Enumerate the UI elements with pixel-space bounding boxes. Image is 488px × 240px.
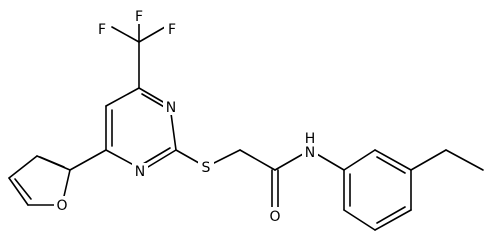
bond-ph-c2-c3 xyxy=(374,149,412,171)
bond-furan-c4-c5-inner xyxy=(14,178,32,200)
atom-n-ring-top-label: N xyxy=(166,100,176,116)
molecule-diagram: F F F N N O S H N xyxy=(8,8,484,231)
atom-o-furan: O xyxy=(54,196,70,214)
atom-f-top: F xyxy=(131,8,147,25)
bond-ph-c4-c5-inner xyxy=(376,206,406,224)
atom-n-ring-top: N xyxy=(163,99,179,116)
bond-c2-n1-inner xyxy=(142,147,171,165)
bond-ph-c4-c5 xyxy=(374,209,412,231)
atom-h-amide-label: H xyxy=(305,131,316,147)
bond-ph-c1-c2 xyxy=(343,149,376,171)
bond-furan-c2-c3-inner xyxy=(39,156,65,168)
atom-n-ring-bottom: N xyxy=(132,163,148,180)
atom-o-furan-label: O xyxy=(56,198,67,214)
bond-ch2-co xyxy=(239,149,276,171)
atom-s-label: S xyxy=(202,160,211,176)
atom-f-left-label: F xyxy=(98,22,106,38)
atom-n-amide: H N xyxy=(302,131,318,161)
bond-ph-ethyl xyxy=(410,149,447,171)
bond-ph-c2-c3-inner xyxy=(376,156,406,174)
atom-o-carbonyl: O xyxy=(267,207,283,225)
bond-furan-c3-c4 xyxy=(8,155,38,179)
atom-f-right: F xyxy=(164,21,180,38)
bond-c4-n3-inner xyxy=(141,93,167,109)
bond-cf3-f-right xyxy=(138,26,166,43)
bond-cf3-f-left xyxy=(111,26,140,43)
bond-c6-furan xyxy=(69,149,107,171)
bond-c5-c4 xyxy=(105,87,140,107)
atom-f-top-label: F xyxy=(135,9,143,25)
atom-o-carbonyl-label: O xyxy=(269,209,280,225)
atom-n-amide-label: N xyxy=(305,145,315,161)
atom-s: S xyxy=(198,159,214,177)
structure-drawing: F F F N N O S H N xyxy=(8,8,484,231)
bond-furan-c4-c5 xyxy=(8,177,29,206)
atom-labels: F F F N N O S H N xyxy=(54,8,318,225)
atom-f-left: F xyxy=(94,21,110,38)
bonds xyxy=(8,19,484,231)
atom-n-ring-bottom-label: N xyxy=(135,164,145,180)
bond-ph-c5-c6 xyxy=(343,209,376,231)
bond-ethyl-ch3 xyxy=(445,149,484,171)
atom-f-right-label: F xyxy=(168,22,176,38)
bond-c2-n1 xyxy=(142,149,177,171)
